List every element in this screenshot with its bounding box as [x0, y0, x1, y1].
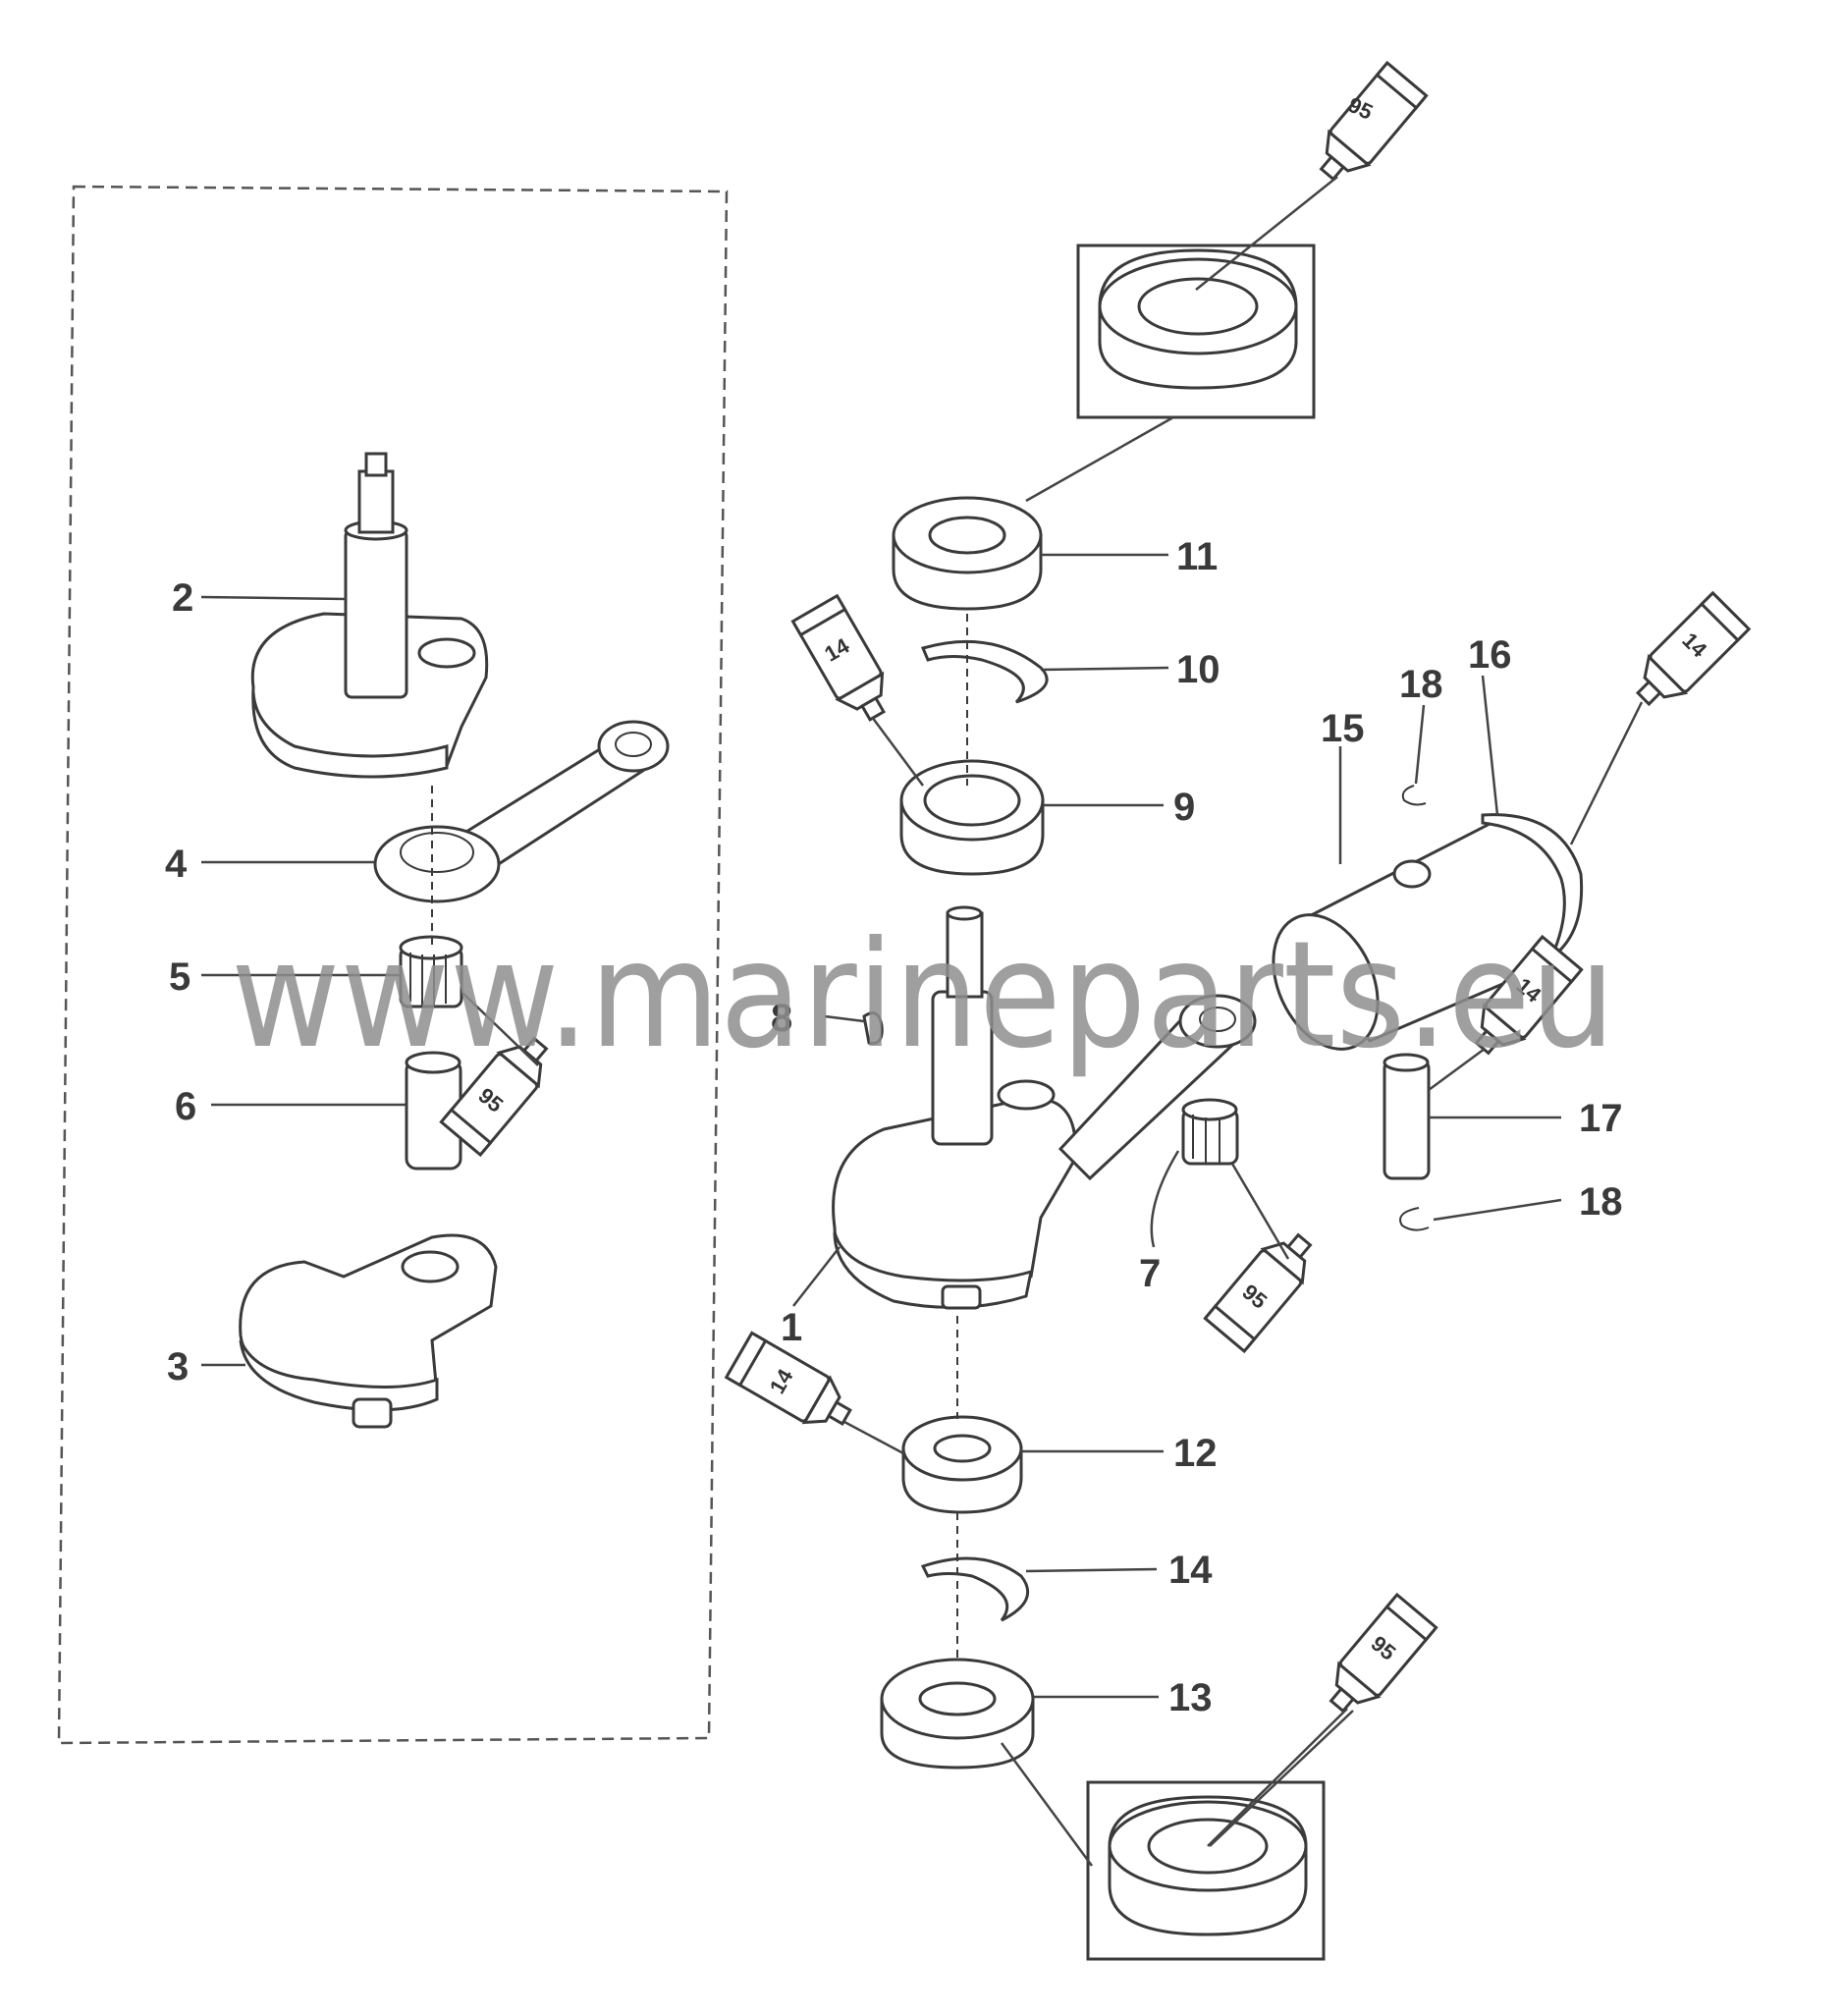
part-13-seal	[880, 1658, 1035, 1770]
callout-17: 17	[1579, 1097, 1623, 1140]
leader-lines	[200, 176, 1644, 1867]
part-17-piston-pin	[1383, 1053, 1431, 1180]
lube-tube-bottom: 95	[1316, 1593, 1438, 1724]
callout-18-bottom: 18	[1579, 1180, 1623, 1224]
part-10-retaining-ring	[920, 639, 1049, 704]
callout-4: 4	[165, 843, 188, 886]
callout-9: 9	[1173, 786, 1195, 829]
callout-10: 10	[1176, 648, 1220, 691]
lube-tube-pin17: 14	[1461, 935, 1584, 1066]
part-5-needle-bearing	[399, 935, 463, 1008]
callout-11: 11	[1176, 535, 1218, 578]
callout-8: 8	[771, 997, 792, 1040]
seal-detail-box-bottom	[1086, 1780, 1326, 1961]
callout-16: 16	[1468, 633, 1512, 677]
part-6-crank-pin	[405, 1051, 462, 1171]
lube-tube-bearing9: 14	[790, 594, 901, 731]
part-18-circlip-upper	[1401, 785, 1427, 806]
lube-tube-needle7: 95	[1203, 1222, 1326, 1353]
watermark-text: www.marineparts.eu	[231, 910, 1615, 1081]
callout-labels: 2 4 5 6 3 11 10 9 8 1 7 12 14 13 15 18 1…	[165, 535, 1623, 1719]
callout-18-top: 18	[1399, 663, 1443, 706]
lube-tube-needle5: 95	[439, 1025, 562, 1157]
callout-7: 7	[1139, 1252, 1161, 1295]
callout-13: 13	[1168, 1676, 1213, 1719]
callout-1: 1	[781, 1306, 802, 1349]
part-9-ball-bearing	[899, 759, 1045, 876]
lube-tube-bearing12: 14	[725, 1331, 861, 1442]
part-14-retaining-ring	[920, 1556, 1030, 1622]
callout-3: 3	[167, 1345, 189, 1389]
dashed-group-box	[57, 185, 729, 1745]
callout-6: 6	[175, 1085, 196, 1128]
lube-tube-top: 95	[1306, 61, 1429, 192]
part-7-needle-bearing	[1181, 1098, 1239, 1166]
connecting-rod-assembled	[1058, 994, 1257, 1181]
lube-tube-piston: 14	[1623, 591, 1751, 719]
seal-detail-box-top	[1076, 244, 1316, 419]
part-8-key	[862, 1011, 884, 1045]
part-1-crankshaft	[832, 905, 1077, 1310]
callout-14: 14	[1168, 1549, 1213, 1592]
callout-5: 5	[169, 955, 190, 999]
part-2-crank-upper	[250, 452, 489, 779]
part-11-seal	[892, 496, 1043, 611]
callout-15: 15	[1321, 707, 1365, 750]
callout-2: 2	[172, 576, 193, 620]
part-3-crank-lower	[239, 1233, 498, 1429]
part-12-ball-bearing	[901, 1415, 1023, 1514]
part-4-connecting-rod	[373, 720, 670, 903]
callout-12: 12	[1173, 1432, 1218, 1475]
part-18-circlip-lower	[1399, 1207, 1430, 1231]
